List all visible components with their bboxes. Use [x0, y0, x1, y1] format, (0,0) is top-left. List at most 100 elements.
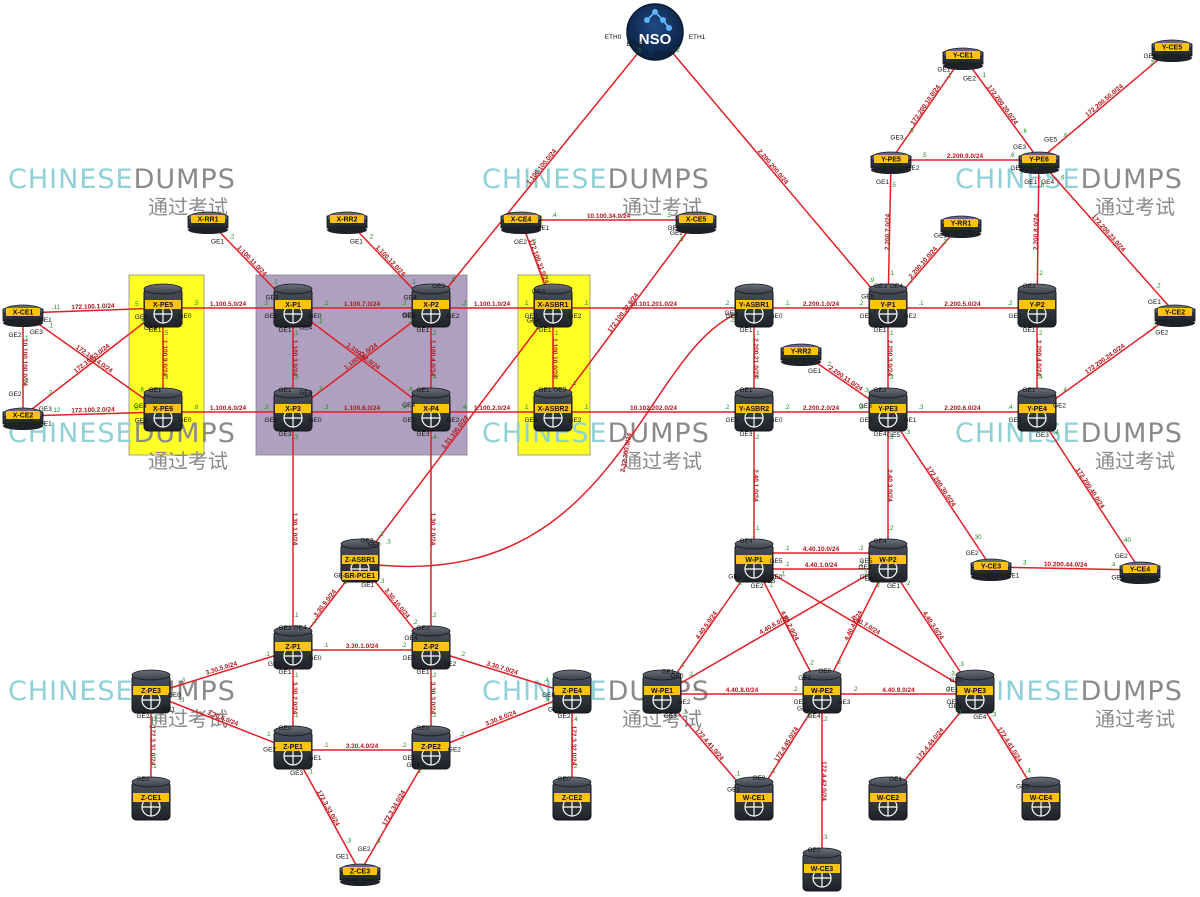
device-y-ce3[interactable]: Y-CE3 — [970, 558, 1012, 581]
device-label: W-P1 — [745, 557, 762, 564]
device-z-ce1[interactable]: Z-CE1 — [131, 776, 171, 821]
device-z-pe2[interactable]: Z-PE2 — [411, 725, 451, 770]
nso-eth1-label: ETH1 — [689, 34, 706, 41]
octet-label: .3 — [959, 662, 965, 668]
link-subnet: 2.200.200.0/24 — [756, 148, 790, 186]
link-Y-CE1-Y-PE5 — [890, 55, 964, 161]
device-x-ce5[interactable]: X-CE5 — [675, 211, 717, 234]
device-x-rr1[interactable]: X-RR1 — [187, 211, 229, 234]
device-z-p1[interactable]: Z-P1 — [273, 625, 313, 670]
device-w-pe1[interactable]: W-PE1 — [642, 669, 682, 714]
interface-label: GE1 — [662, 668, 675, 675]
device-y-p2[interactable]: Y-P2 — [1017, 283, 1057, 328]
device-w-ce4[interactable]: W-CE4 — [1021, 776, 1061, 821]
device-label: X-RR2 — [336, 217, 357, 224]
device-w-ce1[interactable]: W-CE1 — [734, 776, 774, 821]
device-y-rr1[interactable]: Y-RR1 — [940, 215, 982, 238]
interface-label: GE1 — [548, 707, 561, 714]
device-x-p1[interactable]: X-P1 — [273, 283, 313, 328]
device-y-pe4[interactable]: Y-PE4 — [1017, 387, 1057, 432]
octet-label: .1 — [323, 643, 329, 649]
octet-label: .6 — [163, 375, 169, 381]
device-label: X-ASBR1 — [538, 302, 569, 309]
interface-label: GE4 — [873, 431, 886, 438]
device-z-pe1[interactable]: Z-PE1 — [273, 725, 313, 770]
octet-label: .3 — [918, 405, 924, 411]
device-z-ce2[interactable]: Z-CE2 — [552, 776, 592, 821]
device-x-ce1[interactable]: X-CE1 — [2, 304, 44, 327]
device-w-ce3[interactable]: W-CE3 — [802, 847, 842, 892]
device-x-p2[interactable]: X-P2 — [411, 283, 451, 328]
octet-label: .1 — [293, 713, 299, 719]
interface-label: GE1 — [808, 368, 821, 375]
octet-label: .1 — [553, 331, 559, 337]
link-subnet: 2.200.21.0/24 — [752, 338, 759, 378]
interface-label: GE2 — [8, 332, 21, 339]
octet-label: .2 — [858, 301, 864, 307]
octet-label: .5 — [193, 301, 199, 307]
interface-label: GE2 — [446, 313, 459, 320]
device-x-asbr2[interactable]: X-ASBR2 — [533, 387, 573, 432]
octet-label: .3 — [991, 713, 997, 719]
device-w-pe3[interactable]: W-PE3 — [955, 669, 995, 714]
device-y-asbr2[interactable]: Y-ASBR2 — [734, 387, 774, 432]
device-w-pe2[interactable]: W-PE2 — [802, 669, 842, 714]
interface-label: GE2 — [264, 313, 277, 320]
octet-label: .1 — [688, 672, 694, 678]
interface-label: GE1 — [934, 232, 947, 239]
octet-label: .4 — [1110, 562, 1116, 568]
device-y-rr2[interactable]: Y-RR2 — [780, 343, 822, 366]
device-y-ce2[interactable]: Y-CE2 — [1154, 304, 1196, 327]
interface-label: GE1 — [903, 417, 916, 424]
device-label: X-P2 — [423, 302, 439, 309]
interface-label: GE4 — [402, 402, 415, 409]
link-subnet: 172.3.33.0/24 — [315, 789, 340, 828]
device-y-pe6[interactable]: Y-PE6 — [1018, 151, 1060, 174]
device-y-ce4[interactable]: Y-CE4 — [1119, 561, 1161, 584]
device-x-pe6[interactable]: X-PE6 — [143, 387, 183, 432]
link-subnet: 1.100.8.0/24 — [344, 405, 381, 412]
device-z-pe4[interactable]: Z-PE4 — [552, 669, 592, 714]
device-w-p1[interactable]: W-P1 — [734, 538, 774, 583]
interface-label: GE3 — [553, 387, 566, 394]
device-x-p3[interactable]: X-P3 — [273, 387, 313, 432]
device-label: W-CE1 — [743, 795, 766, 802]
device-y-pe5[interactable]: Y-PE5 — [870, 151, 912, 174]
device-x-ce4[interactable]: X-CE4 — [500, 211, 542, 234]
device-x-p4[interactable]: X-P4 — [411, 387, 451, 432]
link-subnet: 172.200.20.0/24 — [986, 84, 1020, 126]
device-z-pe3[interactable]: Z-PE3 — [131, 669, 171, 714]
device-y-asbr1[interactable]: Y-ASBR1 — [734, 283, 774, 328]
link-subnet: 3.30.5.0/24 — [205, 660, 239, 676]
interface-label: GE1 — [336, 854, 349, 861]
device-y-pe3[interactable]: Y-PE3 — [868, 387, 908, 432]
device-y-p1[interactable]: Y-P1 — [868, 283, 908, 328]
interface-label: GE0 — [178, 417, 191, 424]
device-x-asbr1[interactable]: X-ASBR1 — [533, 283, 573, 328]
link-subnet: 3.30.7.0/24 — [485, 660, 519, 676]
device-x-rr2[interactable]: X-RR2 — [326, 211, 368, 234]
device-z-p2[interactable]: Z-P2 — [411, 625, 451, 670]
octet-label: .1 — [323, 743, 329, 749]
interface-label: GE3 — [948, 703, 961, 710]
interface-label: GE5 — [859, 558, 872, 565]
interface-label: GE3 — [890, 134, 903, 141]
octet-label: .2 — [875, 583, 881, 589]
watermark-text: CHINESEDUMPS — [8, 164, 236, 195]
interface-label: GE0 — [769, 574, 782, 581]
device-w-ce2[interactable]: W-CE2 — [868, 776, 908, 821]
device-y-ce1[interactable]: Y-CE1 — [942, 47, 984, 70]
device-label: Z-PE1 — [283, 744, 303, 751]
device-y-ce5[interactable]: Y-CE5 — [1151, 39, 1193, 62]
device-z-ce3[interactable]: Z-CE3 — [339, 863, 381, 886]
device-x-pe5[interactable]: X-PE5 — [143, 283, 183, 328]
octet-label: .3 — [179, 698, 185, 704]
octet-label: .2 — [572, 764, 578, 770]
device-w-p2[interactable]: W-P2 — [868, 538, 908, 583]
interface-label: GE1 — [667, 225, 680, 232]
device-x-ce2[interactable]: X-CE2 — [2, 407, 44, 430]
octet-label: .1 — [735, 771, 741, 777]
